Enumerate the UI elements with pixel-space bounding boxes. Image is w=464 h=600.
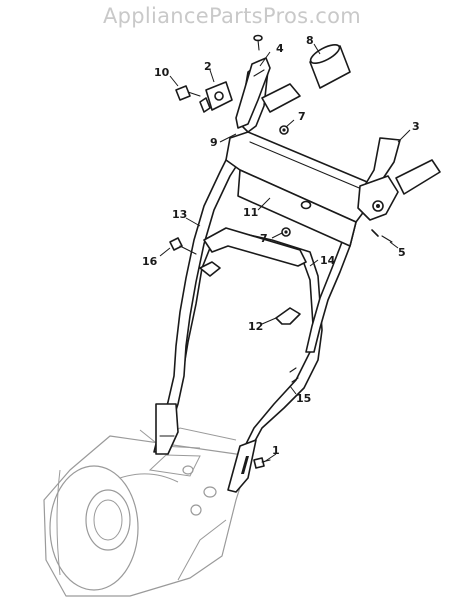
screw-10 bbox=[175, 85, 201, 101]
cable-bracket bbox=[199, 81, 233, 113]
callout-leaders bbox=[159, 43, 411, 463]
nut-7-lower bbox=[281, 227, 291, 237]
callout-7-lower: 7 bbox=[260, 232, 268, 245]
callout-1: 1 bbox=[272, 444, 280, 457]
callout-7-upper: 7 bbox=[298, 110, 306, 123]
lower-mount-bracket bbox=[227, 439, 257, 493]
watermark: AppliancePartsPros.com bbox=[102, 4, 362, 28]
control-lever-left bbox=[235, 57, 271, 129]
callout-3: 3 bbox=[412, 120, 420, 133]
callout-8: 8 bbox=[306, 34, 314, 47]
cable-guide bbox=[275, 307, 301, 325]
callout-16: 16 bbox=[142, 255, 158, 268]
lower-handle-crossbar bbox=[203, 227, 307, 267]
callout-5: 5 bbox=[398, 246, 406, 259]
bolt-5 bbox=[371, 229, 393, 243]
cable-guide-left bbox=[199, 261, 221, 277]
callout-9: 9 bbox=[210, 136, 218, 149]
callout-2: 2 bbox=[204, 60, 212, 73]
left-mount-bracket bbox=[155, 403, 179, 455]
nut-7-upper bbox=[279, 125, 289, 135]
control-lever-right bbox=[357, 137, 441, 221]
callout-14: 14 bbox=[320, 254, 336, 267]
callout-11: 11 bbox=[243, 206, 258, 219]
auger-housing bbox=[43, 427, 251, 597]
callout-13: 13 bbox=[172, 208, 187, 221]
callout-10: 10 bbox=[154, 66, 170, 79]
screw-top bbox=[253, 34, 263, 51]
callout-15: 15 bbox=[296, 392, 311, 405]
callout-4: 4 bbox=[276, 42, 284, 55]
callout-12: 12 bbox=[248, 320, 263, 333]
upper-handle-cross-panel bbox=[225, 131, 373, 247]
bolt-16 bbox=[169, 237, 197, 255]
handle-grip-left bbox=[261, 44, 351, 113]
